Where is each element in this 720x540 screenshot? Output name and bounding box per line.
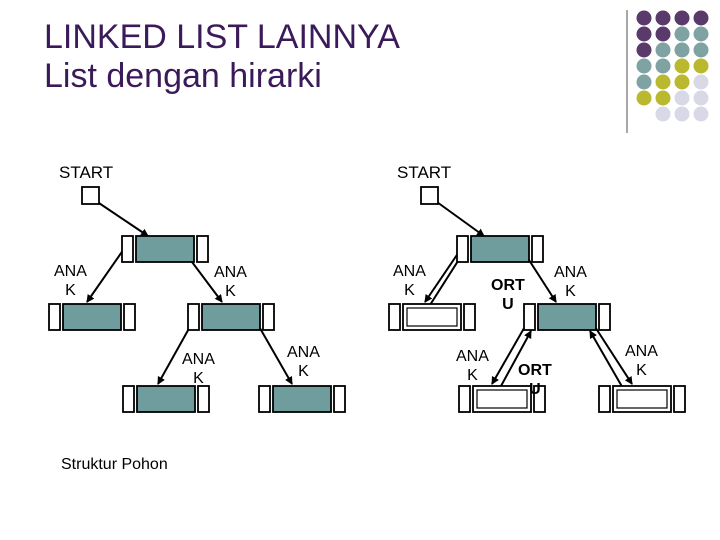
decorative-dot-grid — [626, 10, 709, 133]
right-start-arrow — [429, 196, 485, 237]
right-level4-node — [458, 385, 546, 413]
deco-dot — [636, 74, 652, 90]
node-inner-box — [406, 307, 458, 327]
deco-dot — [655, 90, 671, 106]
deco-dot — [674, 42, 690, 58]
node-inner-box — [616, 389, 668, 409]
node-right-pointer-cell — [197, 385, 210, 413]
node-data-cell — [272, 385, 332, 413]
slide-title: LINKED LIST LAINNYA List dengan hirarki — [44, 18, 400, 96]
title-line-1: LINKED LIST LAINNYA — [44, 18, 400, 56]
node-right-pointer-cell — [598, 303, 611, 331]
start-pointer-cell — [420, 186, 439, 205]
right-level2-node — [388, 303, 476, 331]
node-data-cell — [201, 303, 261, 331]
node-left-pointer-cell — [121, 235, 134, 263]
node-data-cell — [136, 385, 196, 413]
node-right-pointer-cell — [333, 385, 346, 413]
deco-dot — [693, 10, 709, 26]
deco-dot — [636, 42, 652, 58]
deco-dot — [674, 74, 690, 90]
deco-dot — [655, 106, 671, 122]
left-level3-node — [187, 303, 275, 331]
deco-dot — [693, 74, 709, 90]
node-right-pointer-cell — [463, 303, 476, 331]
deco-dot — [636, 90, 652, 106]
node-data-cell — [135, 235, 195, 263]
right-root-node — [456, 235, 544, 263]
deco-dot — [693, 42, 709, 58]
deco-dot — [693, 106, 709, 122]
node-left-pointer-cell — [523, 303, 536, 331]
start-pointer-cell — [81, 186, 100, 205]
right-start-box — [420, 186, 439, 205]
deco-dot — [674, 58, 690, 74]
deco-dot — [655, 42, 671, 58]
node-left-pointer-cell — [48, 303, 61, 331]
left-start-box — [81, 186, 100, 205]
deco-dot — [693, 90, 709, 106]
node-left-pointer-cell — [456, 235, 469, 263]
deco-dot — [693, 26, 709, 42]
deco-dot — [636, 58, 652, 74]
deco-dot — [655, 10, 671, 26]
structure-caption: Struktur Pohon — [61, 456, 168, 473]
node-right-pointer-cell — [196, 235, 209, 263]
deco-dot — [655, 74, 671, 90]
left-root-to-child-arrow — [86, 245, 127, 303]
node-right-pointer-cell — [123, 303, 136, 331]
deco-dot — [674, 106, 690, 122]
left-level4-node — [122, 385, 210, 413]
right-level3-node — [523, 303, 611, 331]
deco-dot — [655, 26, 671, 42]
right-start-label: START — [397, 163, 452, 182]
node-left-pointer-cell — [388, 303, 401, 331]
node-inner-box — [476, 389, 528, 409]
deco-dot — [674, 10, 690, 26]
deco-dot — [693, 58, 709, 74]
node-left-pointer-cell — [187, 303, 200, 331]
deco-dot — [636, 26, 652, 42]
node-data-cell — [62, 303, 122, 331]
list-nodes — [48, 186, 686, 413]
left-start-label: START — [59, 163, 114, 182]
deco-dot — [655, 58, 671, 74]
node-right-pointer-cell — [533, 385, 546, 413]
left-root-node — [121, 235, 209, 263]
left-level2-node — [48, 303, 136, 331]
node-left-pointer-cell — [258, 385, 271, 413]
deco-dot — [636, 10, 652, 26]
deco-dot — [674, 26, 690, 42]
left-level5-node — [258, 385, 346, 413]
title-line-2: List dengan hirarki — [44, 57, 322, 95]
node-right-pointer-cell — [262, 303, 275, 331]
right-level5-node — [598, 385, 686, 413]
node-data-cell — [537, 303, 597, 331]
node-right-pointer-cell — [531, 235, 544, 263]
node-right-pointer-cell — [673, 385, 686, 413]
node-data-cell — [470, 235, 530, 263]
deco-dot — [674, 90, 690, 106]
node-left-pointer-cell — [598, 385, 611, 413]
node-left-pointer-cell — [122, 385, 135, 413]
node-left-pointer-cell — [458, 385, 471, 413]
